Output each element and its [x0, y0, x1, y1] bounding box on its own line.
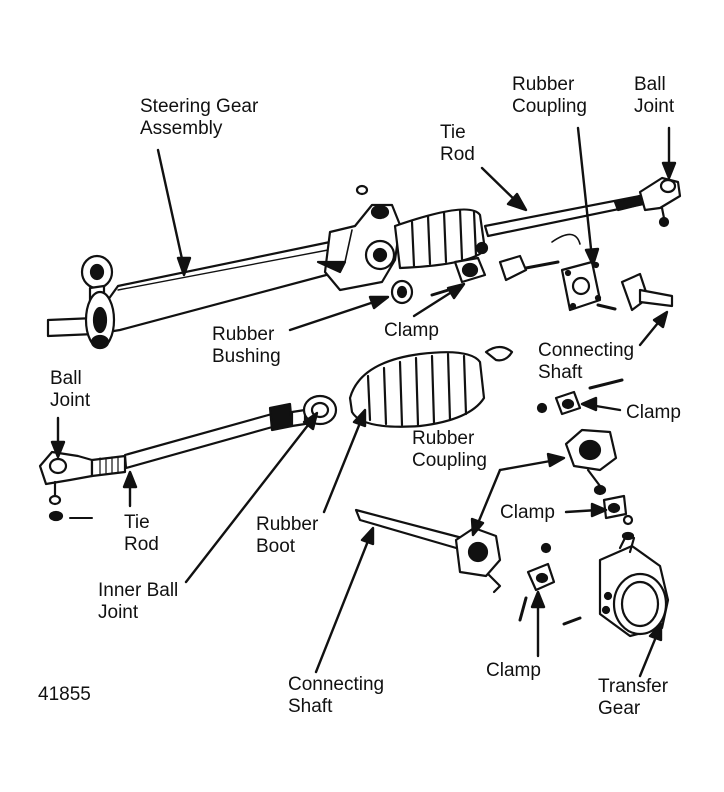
label-rubber-coupling-upper: Rubber Coupling — [512, 74, 587, 117]
label-clamp-middle: Clamp — [500, 502, 555, 523]
leader-arrows — [50, 126, 677, 678]
figure-number: 41855 — [38, 684, 91, 705]
arrow-steering-gear — [156, 148, 186, 270]
label-tie-rod-upper: Tie Rod — [440, 122, 475, 165]
arrow-rubber-coupling-upper — [576, 126, 594, 260]
label-steering-gear-assembly: Steering Gear Assembly — [140, 96, 259, 139]
label-clamp-upper: Clamp — [384, 320, 439, 341]
label-rubber-bushing: Rubber Bushing — [212, 324, 281, 367]
label-inner-ball-joint: Inner Ball Joint — [98, 580, 179, 623]
label-transfer-gear: Transfer Gear — [598, 676, 669, 719]
arrow-connecting-shaft-lower — [314, 534, 372, 674]
upper-small-parts — [390, 233, 674, 312]
arrow-inner-ball-joint — [184, 418, 314, 584]
label-rubber-coupling-lower: Rubber Coupling — [412, 428, 487, 471]
lower-tie-rod-assembly — [38, 345, 514, 522]
arrow-rubber-coupling-lower-b — [474, 468, 502, 530]
label-clamp-lower: Clamp — [486, 660, 541, 681]
steering-gear-housing — [46, 176, 682, 350]
arrow-transfer-gear — [638, 630, 660, 678]
label-clamp-right: Clamp — [626, 402, 681, 423]
label-tie-rod-lower: Tie Rod — [124, 512, 159, 555]
label-ball-joint-upper: Ball Joint — [634, 74, 675, 117]
label-connecting-shaft-upper: Connecting Shaft — [538, 340, 635, 383]
label-ball-joint-left: Ball Joint — [50, 368, 91, 411]
arrow-rubber-bushing — [288, 298, 382, 332]
label-connecting-shaft-lower: Connecting Shaft — [288, 674, 385, 717]
arrow-rubber-boot — [322, 416, 364, 514]
label-rubber-boot: Rubber Boot — [256, 514, 319, 557]
lower-shaft-parts — [354, 378, 670, 638]
arrow-rubber-coupling-lower-a — [498, 458, 558, 472]
